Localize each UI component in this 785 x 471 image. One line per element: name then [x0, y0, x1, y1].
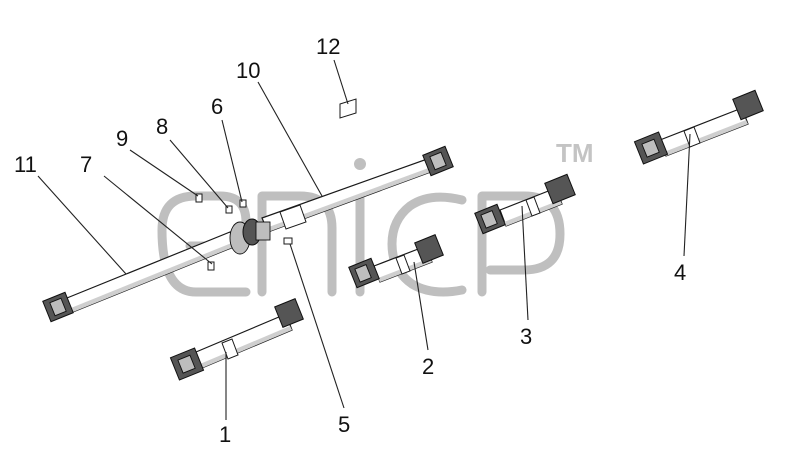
callout-6: 6: [211, 94, 223, 119]
callout-10: 10: [236, 58, 260, 83]
callout-3: 3: [520, 324, 532, 349]
callout-12: 12: [316, 34, 340, 59]
part-5-clamp: [283, 237, 293, 245]
callout-11: 11: [14, 152, 37, 177]
driveshaft-1: [169, 298, 304, 381]
callout-8: 8: [156, 114, 168, 139]
driveshaft-3: [474, 173, 576, 235]
callout-2: 2: [422, 354, 434, 379]
driveshaft-2: [348, 234, 444, 289]
part-12-plate: [339, 98, 357, 119]
callout-9: 9: [116, 126, 128, 151]
callout-1: 1: [219, 422, 231, 447]
part-6-washer: [239, 199, 247, 208]
part-9-bolt: [195, 193, 203, 203]
callout-4: 4: [674, 260, 686, 285]
long-driveshaft-assembly: [42, 145, 454, 323]
callout-5: 5: [338, 412, 350, 437]
part-7-bolt: [207, 261, 215, 271]
driveshaft-4: [633, 89, 764, 165]
callout-7: 7: [80, 152, 92, 177]
part-8-nut: [225, 205, 233, 214]
callouts: 1 2 3 4 5 6 7 8 9 10 11 12: [14, 34, 686, 447]
trademark-mark: TM: [556, 138, 594, 168]
leader-lines: [37, 59, 691, 420]
